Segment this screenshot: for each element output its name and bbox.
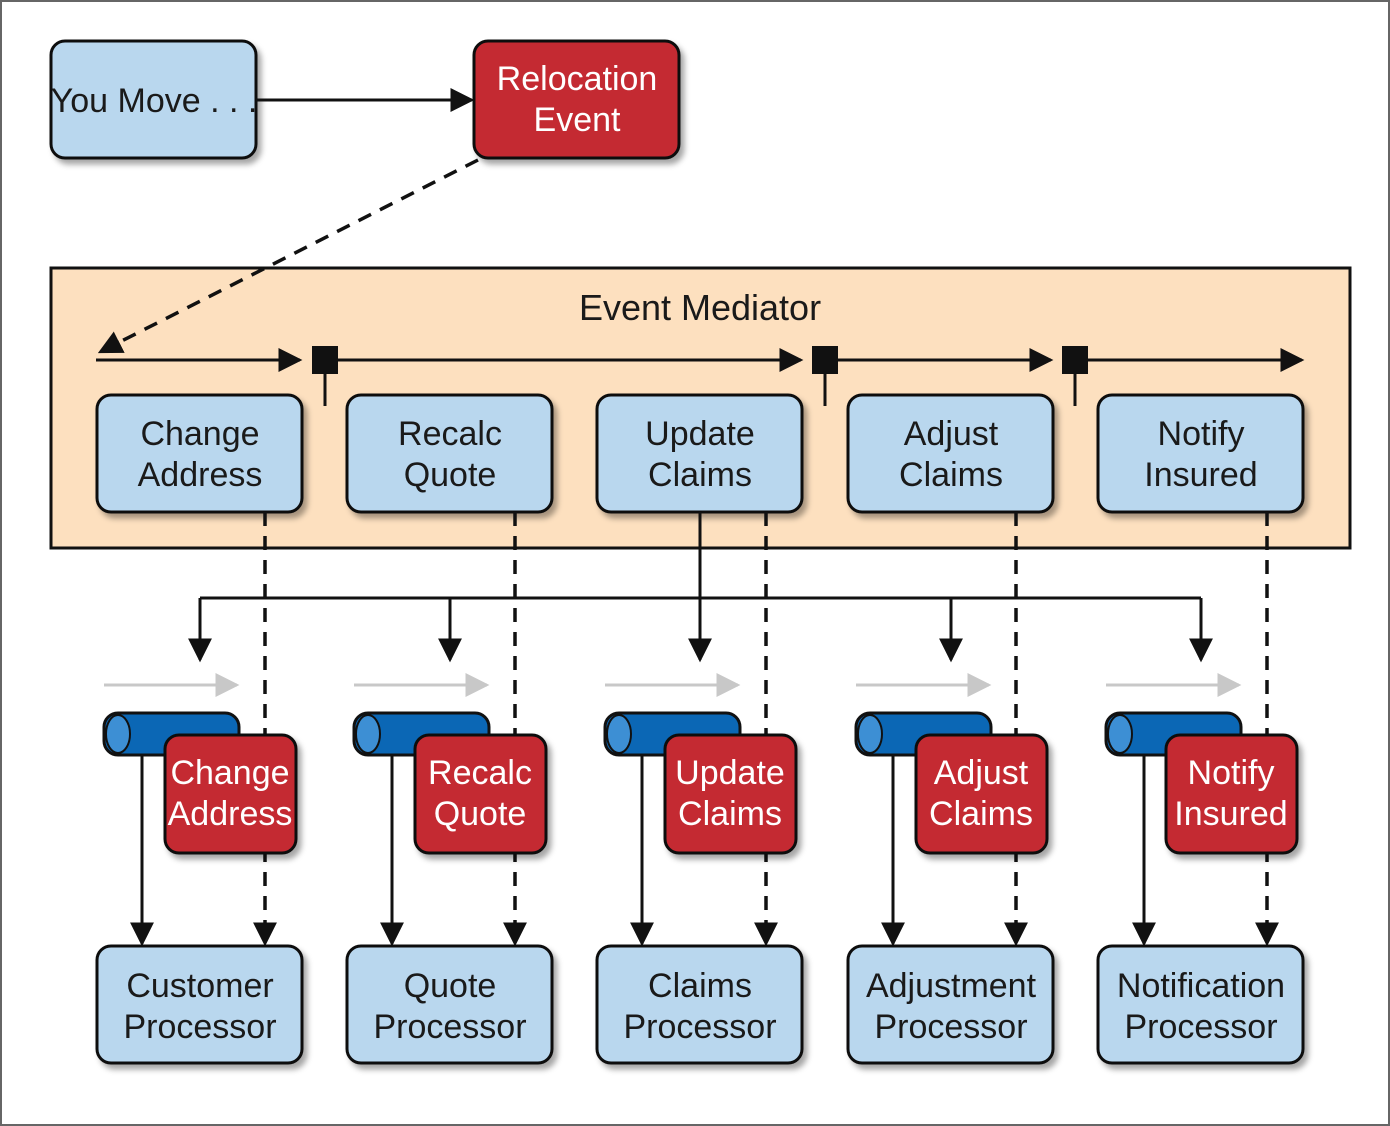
queue-recalc-quote: Recalc Quote (352, 711, 548, 947)
processor-label-line2: Processor (373, 1008, 526, 1046)
processor-adjustment: Adjustment Processor (846, 944, 1055, 1065)
processor-label-line2: Processor (123, 1008, 276, 1046)
trigger-label: You Move . . . (51, 82, 258, 120)
queue-cylinder-end (105, 714, 131, 754)
step-label-line1: Update (645, 415, 755, 453)
queue-message-box (1164, 733, 1299, 855)
dashed-step-to-processor (253, 512, 1279, 947)
step-label-line2: Address (138, 456, 263, 494)
step-label-line2: Claims (899, 456, 1003, 494)
gate-marker (1062, 346, 1088, 374)
processor-quote: Quote Processor (345, 944, 554, 1065)
processor-label-line2: Processor (623, 1008, 776, 1046)
processor-customer: Customer Processor (95, 944, 304, 1065)
queue-cylinder-end (1107, 714, 1133, 754)
fanout-connectors (188, 512, 1213, 663)
queue-update-claims: Update Claims (603, 711, 798, 947)
queue-label-line2: Claims (929, 795, 1033, 833)
queue-label-line1: Change (170, 754, 289, 792)
queue-label-line1: Adjust (934, 754, 1029, 792)
queue-label-line2: Insured (1174, 795, 1287, 833)
step-label-line2: Quote (404, 456, 497, 494)
step-label-line2: Insured (1144, 456, 1257, 494)
processor-notification: Notification Processor (1096, 944, 1305, 1065)
step-update-claims: Update Claims (595, 393, 804, 514)
queue-label-line2: Claims (678, 795, 782, 833)
queue-label-line2: Address (168, 795, 293, 833)
queue-change-address: Change Address (102, 711, 298, 947)
event-label-line2: Event (534, 101, 621, 139)
step-notify-insured: Notify Insured (1096, 393, 1305, 514)
step-label-line1: Notify (1158, 415, 1245, 453)
queue-label-line2: Quote (434, 795, 527, 833)
processor-label-line1: Claims (648, 967, 752, 1005)
event-mediator-title: Event Mediator (579, 287, 821, 328)
processor-label-line1: Quote (404, 967, 497, 1005)
mediator-flow (96, 346, 1305, 406)
processor-label-line1: Notification (1117, 967, 1285, 1005)
step-change-address: Change Address (95, 393, 304, 514)
gate-marker (812, 346, 838, 374)
queue-message-box (663, 733, 798, 855)
step-adjust-claims: Adjust Claims (846, 393, 1055, 514)
event-label-line1: Relocation (497, 60, 658, 98)
processor-claims: Claims Processor (595, 944, 804, 1065)
queue-message-box (163, 733, 298, 855)
queue-message-box (413, 733, 548, 855)
queue-message-box (914, 733, 1049, 855)
step-recalc-quote: Recalc Quote (345, 393, 554, 514)
step-label-line1: Adjust (904, 415, 999, 453)
queue-notify-insured: Notify Insured (1104, 711, 1299, 947)
queue-cylinder-end (606, 714, 632, 754)
queue-label-line1: Update (675, 754, 785, 792)
step-label-line2: Claims (648, 456, 752, 494)
processor-label-line1: Customer (126, 967, 273, 1005)
queue-label-line1: Notify (1188, 754, 1275, 792)
queue-label-line1: Recalc (428, 754, 532, 792)
queue-adjust-claims: Adjust Claims (854, 711, 1049, 947)
queue-cylinder-end (355, 714, 381, 754)
processor-label-line2: Processor (1124, 1008, 1277, 1046)
step-label-line1: Change (140, 415, 259, 453)
processor-label-line1: Adjustment (866, 967, 1037, 1005)
queue-cylinder-end (857, 714, 883, 754)
gate-marker (312, 346, 338, 374)
trigger-you-move: You Move . . . (49, 39, 258, 160)
processor-label-line2: Processor (874, 1008, 1027, 1046)
relocation-event-box: Relocation Event (472, 39, 681, 160)
step-label-line1: Recalc (398, 415, 502, 453)
